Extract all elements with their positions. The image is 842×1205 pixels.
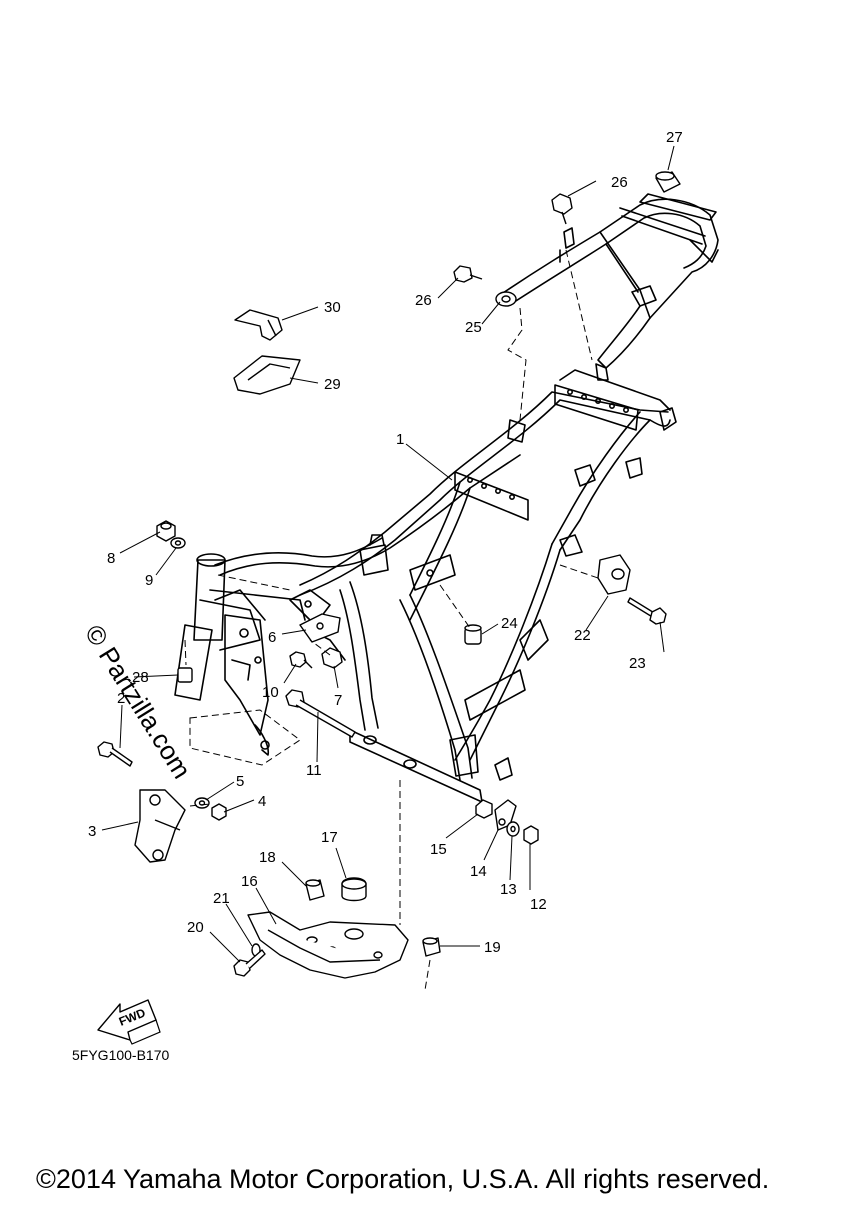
callout-2: 2 [117,690,125,707]
callout-27: 27 [666,129,683,146]
callout-28: 28 [132,669,149,686]
callouts: 1 2 3 4 5 6 7 8 9 10 11 12 13 14 15 16 1… [88,129,683,956]
callout-4: 4 [258,793,266,810]
callout-12: 12 [530,896,547,913]
part-26-bolt-upper [551,193,573,225]
callout-17: 17 [321,829,338,846]
callout-26-lower: 26 [415,292,432,309]
callout-5: 5 [236,773,244,790]
callout-25: 25 [465,319,482,336]
part-13-washer [506,821,520,837]
partzilla-watermark: © Partzilla.com [79,619,197,783]
part-18-grommet [305,879,325,901]
callout-16: 16 [241,873,258,890]
callout-21: 21 [213,890,230,907]
part-15-nut [475,799,493,819]
callout-13: 13 [500,881,517,898]
figure-code: 5FYG100-B170 [72,1047,169,1063]
part-30-bracket [234,309,283,341]
part-3-engine-bracket [134,789,186,863]
part-29-cover [233,355,301,395]
part-17-cap [341,877,367,902]
assembly-lines [184,249,599,991]
part-22-clamp [597,554,631,595]
callout-20: 20 [187,919,204,936]
part-4-nut [211,803,227,821]
callout-19: 19 [484,939,501,956]
callout-3: 3 [88,823,96,840]
callout-8: 8 [107,550,115,567]
part-25-collar [495,291,517,307]
part-12-nut [523,825,539,845]
callout-11: 11 [306,762,322,779]
part-6-plate [299,613,341,643]
part-27-damper [655,171,681,193]
part-9-washer [170,537,186,549]
part-19-damper [422,937,441,957]
part-23-bolt [627,597,667,625]
callout-6: 6 [268,629,276,646]
part-28-spacer [177,667,193,683]
callout-29: 29 [324,376,341,393]
callout-26-upper: 26 [611,174,628,191]
part-20-bolt [233,949,266,977]
part-10-bolt [289,651,313,669]
part-5-washer [194,797,210,809]
callout-22: 22 [574,627,591,644]
fwd-arrow: FWD [97,999,161,1045]
rear-subframe [499,193,719,381]
callout-15: 15 [430,841,447,858]
callout-7: 7 [334,692,342,709]
callout-10: 10 [262,684,279,701]
part-16-skid-plate [247,911,409,979]
callout-30: 30 [324,299,341,316]
part-8-nut [156,520,176,542]
part-24-grommet [464,624,482,645]
callout-9: 9 [145,572,153,589]
part-2-bolt [97,741,133,767]
leader-lines [101,145,675,963]
callout-14: 14 [470,863,487,880]
callout-24: 24 [501,615,518,632]
callout-23: 23 [629,655,646,672]
part-26-bolt-lower [453,265,483,283]
main-frame [174,369,677,803]
part-11-through-bolt [285,689,356,738]
copyright-notice: ©2014 Yamaha Motor Corporation, U.S.A. A… [36,1164,769,1194]
callout-1: 1 [396,431,404,448]
callout-18: 18 [259,849,276,866]
